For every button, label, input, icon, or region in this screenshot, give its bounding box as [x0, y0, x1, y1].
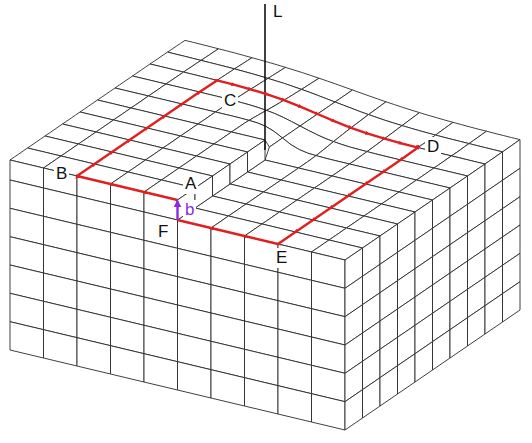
front-cell — [111, 346, 145, 382]
burgers-circuit-path — [77, 80, 418, 244]
burgers-circuit — [77, 4, 418, 244]
corner-label: E — [274, 248, 289, 268]
front-cell — [77, 338, 111, 374]
side-cell — [415, 342, 433, 382]
corner-label: D — [425, 137, 441, 157]
side-cell — [503, 282, 521, 322]
side-cell — [485, 294, 503, 334]
line-label: L — [271, 2, 284, 22]
burgers-vector — [176, 201, 178, 220]
front-cell — [44, 330, 78, 366]
front-cell — [278, 386, 312, 422]
side-cell — [398, 354, 416, 394]
front-cell — [312, 394, 346, 430]
corner-label: A — [183, 174, 198, 194]
step-face-cell — [213, 164, 231, 196]
front-cell — [144, 354, 178, 390]
corner-label: F — [156, 222, 170, 242]
side-cell — [468, 306, 486, 346]
step-face-cell — [230, 152, 248, 184]
corner-label: C — [222, 91, 238, 111]
front-cell — [10, 322, 44, 358]
side-cell — [433, 330, 451, 370]
step-face-cell — [248, 140, 266, 172]
vector-label: b — [183, 200, 196, 220]
side-cell — [345, 390, 363, 430]
side-cell — [363, 378, 381, 418]
dislocation-line — [264, 4, 266, 150]
front-cell — [178, 362, 212, 398]
front-cell — [245, 378, 279, 414]
corner-label: B — [54, 164, 69, 184]
side-cell — [380, 366, 398, 406]
front-cell — [211, 370, 245, 406]
side-cell — [450, 318, 468, 358]
